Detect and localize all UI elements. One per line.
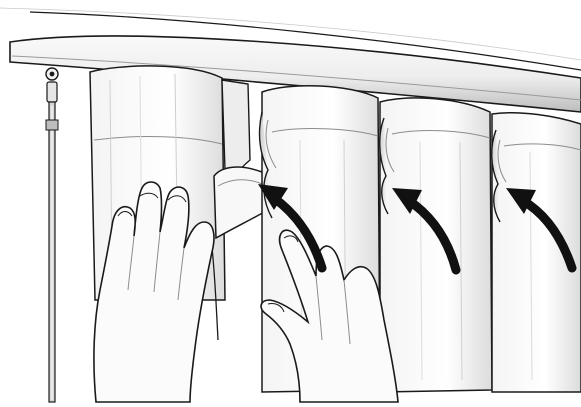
pleat-3: [380, 98, 492, 392]
